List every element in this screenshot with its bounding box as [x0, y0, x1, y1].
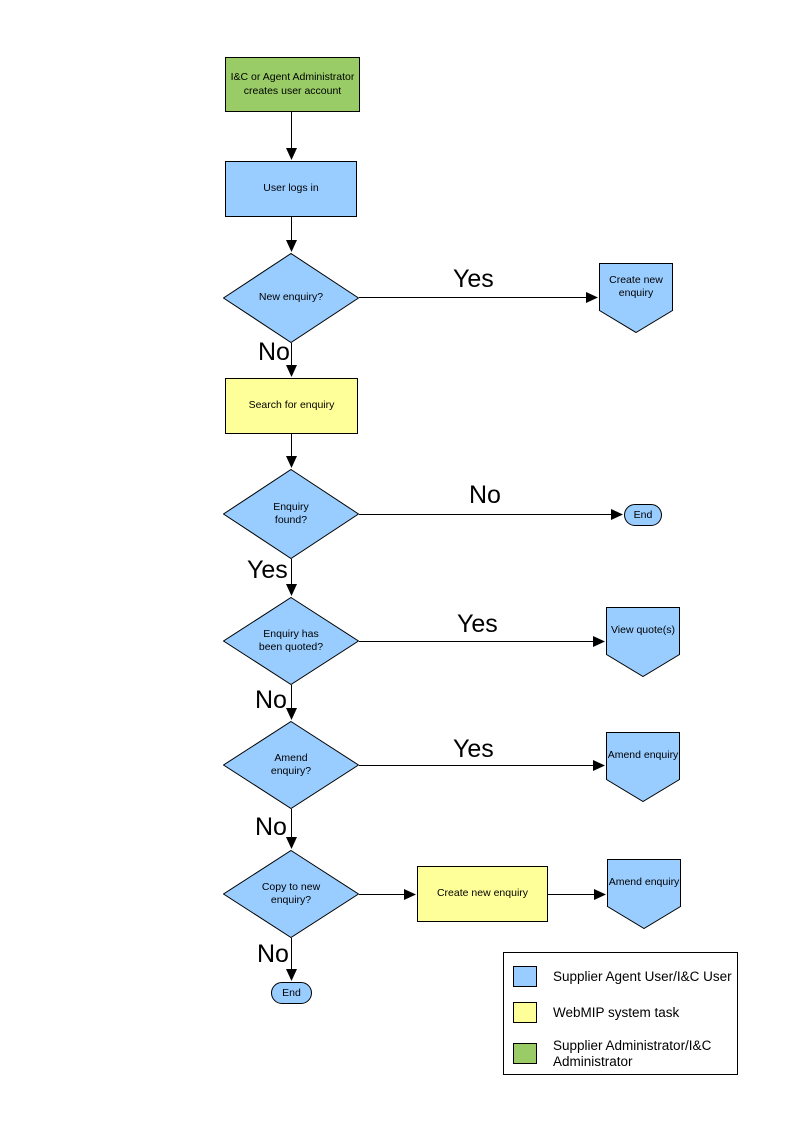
task-label: Create new enquiry [436, 887, 529, 900]
edge-label-no: No [469, 481, 501, 509]
decision-amend-enquiry: Amend enquiry? [223, 721, 359, 809]
offpage-create-new-enquiry: Create new enquiry [599, 263, 673, 333]
terminator-label: End [282, 987, 301, 999]
diamond-polygon [223, 850, 359, 938]
diamond-shape [223, 721, 359, 809]
connector-enquiry-found-no [359, 509, 623, 520]
legend-label: Supplier Administrator/I&C Administrator [553, 1038, 712, 1069]
pentagon-shape [606, 607, 680, 677]
pentagon-polygon [606, 607, 680, 677]
offpage-label: Amend enquiry [607, 749, 679, 762]
connector-quoted-no [286, 685, 297, 720]
diamond-shape [223, 469, 359, 559]
edge-label-no: No [258, 338, 290, 366]
connector-copy-to-create-new [359, 889, 416, 900]
legend-label: Supplier Agent User/I&C User [553, 968, 732, 984]
offpage-amend-enquiry-1: Amend enquiry [606, 732, 680, 802]
edge-label-no: No [255, 813, 287, 841]
terminator-end-2: End [271, 982, 312, 1004]
offpage-amend-enquiry-2: Amend enquiry [607, 859, 681, 929]
decision-label: Enquiry has been quoted? [258, 627, 324, 653]
pentagon-polygon [599, 263, 673, 333]
edge-label-yes: Yes [453, 735, 494, 763]
connector-create-new-to-amend [548, 889, 606, 900]
edge-label-no: No [257, 940, 289, 968]
offpage-label: Create new enquiry [609, 273, 663, 299]
connector-create-account-to-login [286, 112, 297, 160]
legend-swatch-yellow [513, 1002, 537, 1023]
diamond-shape [223, 253, 359, 343]
decision-enquiry-found: Enquiry found? [223, 469, 359, 559]
task-search-for-enquiry: Search for enquiry [225, 378, 358, 434]
decision-label: Enquiry found? [273, 500, 309, 526]
decision-enquiry-quoted: Enquiry has been quoted? [223, 597, 359, 685]
pentagon-shape [607, 859, 681, 929]
edge-label-no: No [255, 686, 287, 714]
diamond-polygon [223, 469, 359, 559]
diamond-polygon [223, 253, 359, 343]
connector-login-to-new-enquiry [286, 217, 297, 252]
diamond-polygon [223, 597, 359, 685]
legend-swatch-blue [513, 966, 537, 987]
legend-swatch-green [513, 1043, 537, 1065]
legend-item-user: Supplier Agent User/I&C User [513, 966, 738, 987]
decision-label: Copy to new enquiry? [261, 880, 321, 906]
legend-label: WebMIP system task [553, 1004, 680, 1020]
legend-item-admin: Supplier Administrator/I&C Administrator [513, 1038, 738, 1069]
connector-new-enquiry-yes [359, 292, 598, 303]
connector-search-to-enquiry-found [286, 434, 297, 468]
legend: Supplier Agent User/I&C User WebMIP syst… [503, 952, 738, 1075]
offpage-label: View quote(s) [610, 624, 675, 637]
diamond-shape [223, 597, 359, 685]
terminator-end-1: End [624, 504, 662, 526]
offpage-label: Amend enquiry [608, 876, 680, 889]
legend-item-system: WebMIP system task [513, 1002, 738, 1023]
edge-label-yes: Yes [457, 610, 498, 638]
decision-label: New enquiry? [258, 291, 324, 304]
process-create-user-account: I&C or Agent Administrator creates user … [225, 57, 360, 112]
decision-copy-to-new-enquiry: Copy to new enquiry? [223, 850, 359, 938]
edge-label-yes: Yes [453, 265, 494, 293]
decision-label: Amend enquiry? [270, 751, 312, 777]
offpage-view-quotes: View quote(s) [606, 607, 680, 677]
process-user-logs-in: User logs in [225, 161, 357, 217]
diamond-shape [223, 850, 359, 938]
pentagon-shape [606, 732, 680, 802]
pentagon-shape [599, 263, 673, 333]
process-label: User logs in [263, 182, 319, 195]
task-create-new-enquiry: Create new enquiry [417, 866, 548, 922]
pentagon-polygon [606, 732, 680, 802]
terminator-label: End [633, 509, 653, 521]
pentagon-polygon [607, 859, 681, 929]
connector-amend-no [286, 809, 297, 849]
edge-label-yes: Yes [247, 556, 288, 584]
decision-new-enquiry: New enquiry? [223, 253, 359, 343]
diamond-polygon [223, 721, 359, 809]
task-label: Search for enquiry [248, 399, 335, 412]
process-label: I&C or Agent Administrator creates user … [230, 71, 355, 97]
